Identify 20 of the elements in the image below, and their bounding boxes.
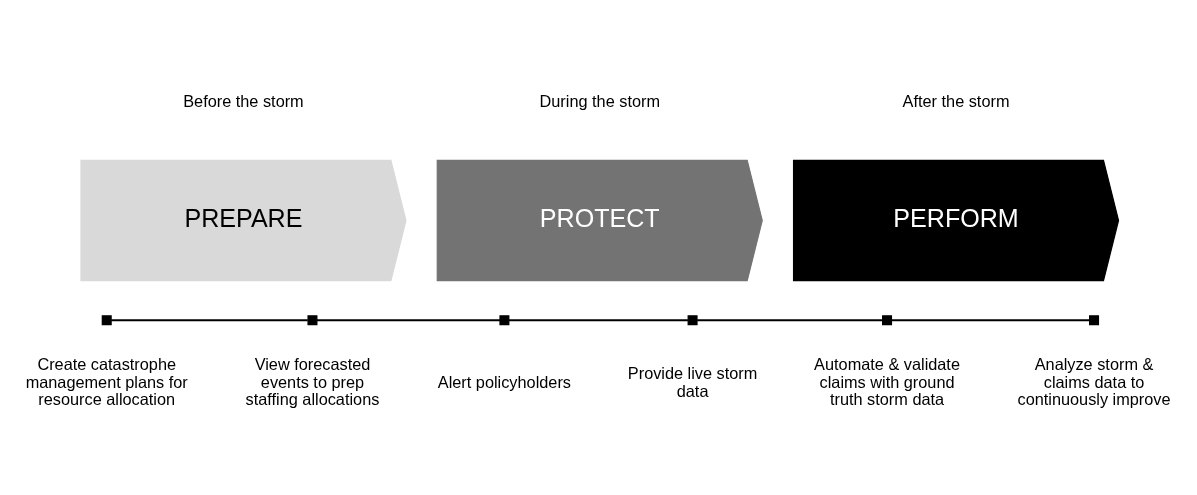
connector	[696, 319, 884, 322]
node-label: After the storm	[902, 91, 1010, 110]
node-label: Alert policyholders	[437, 372, 571, 391]
node-label: Provide live storm data	[627, 364, 758, 400]
node-label: Analyze storm & claims data to continuously improve	[1017, 355, 1171, 409]
node-label: Before the storm	[183, 91, 304, 110]
node-box	[687, 315, 698, 326]
node-label: Automate & validate claims with ground truth storm data	[814, 355, 960, 409]
node-label: Create catastrophe management plans for resource allocation	[25, 355, 188, 409]
node-box	[307, 315, 318, 326]
node-box	[1089, 315, 1100, 326]
node-box	[499, 315, 510, 326]
connector	[507, 319, 689, 322]
connector	[110, 319, 309, 322]
connector	[890, 319, 1091, 322]
node-label: During the storm	[539, 91, 660, 110]
connector	[316, 319, 501, 322]
node-label: View forecasted events to prep staffing allocations	[245, 355, 380, 409]
node-box	[882, 315, 893, 326]
node-box	[101, 315, 112, 326]
